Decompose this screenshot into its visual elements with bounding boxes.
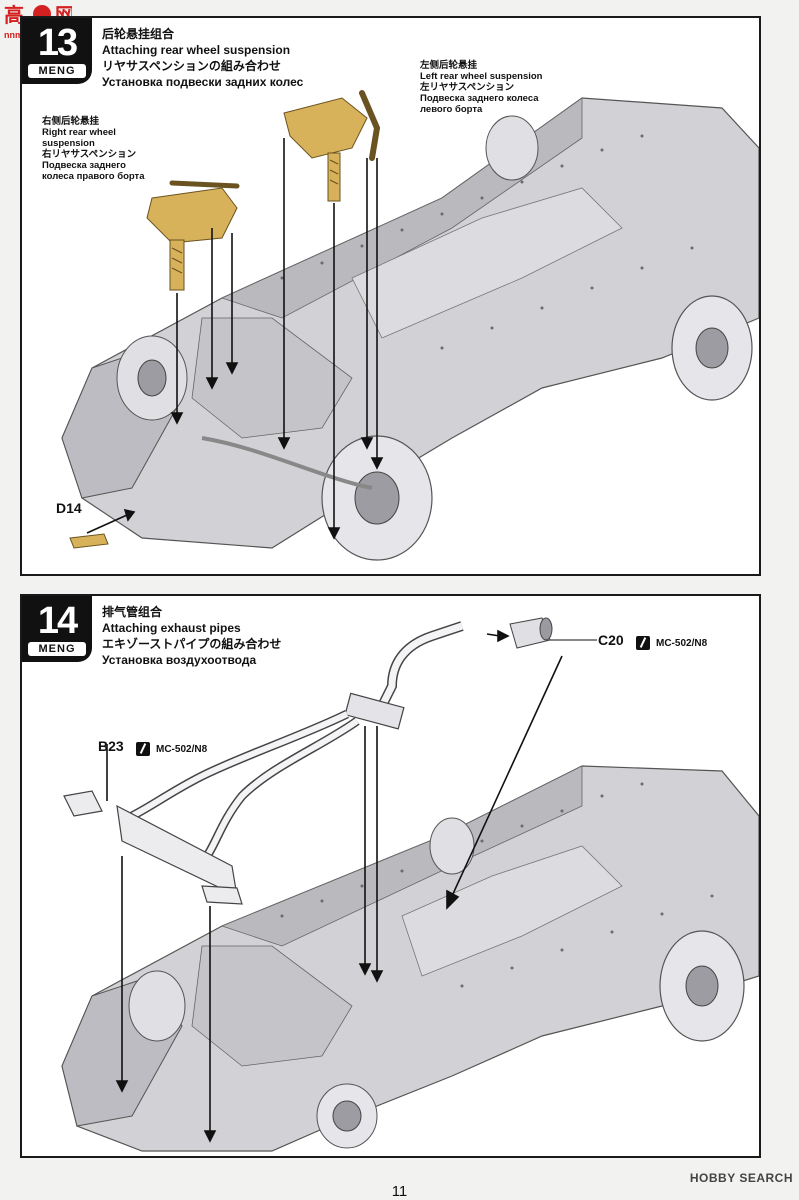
floor-panel-shape bbox=[351, 187, 623, 339]
callout-right-ja: 右リヤサスペンション bbox=[42, 149, 137, 160]
brake-disc-left bbox=[137, 359, 167, 397]
brake-disc-right bbox=[332, 1100, 362, 1132]
left-rear-suspension-part bbox=[283, 90, 381, 202]
callout-right-zh: 右侧后轮悬挂 bbox=[42, 116, 100, 127]
part-label-c20: C20 bbox=[598, 632, 624, 648]
callout-left-ru2: левого борта bbox=[420, 104, 483, 115]
title-zh: 排气管组合 bbox=[102, 605, 163, 619]
rivet-pattern bbox=[280, 782, 714, 988]
part-label-b23: B23 bbox=[98, 738, 124, 754]
front-brake-disc bbox=[695, 327, 729, 369]
part-d14-shape bbox=[69, 533, 109, 549]
brand-logo: MENG bbox=[28, 64, 86, 78]
front-wheel-left bbox=[485, 115, 539, 181]
rivet-pattern bbox=[280, 134, 694, 350]
callout-right-rear: 右侧后轮悬挂 Right rear wheel suspension 右リヤサス… bbox=[42, 116, 145, 182]
callout-left-rear: 左侧后轮悬挂 Left rear wheel suspension 左リヤサスペ… bbox=[420, 60, 542, 115]
callout-left-ru1: Подвеска заднего колеса bbox=[420, 93, 539, 104]
front-wheel-left bbox=[429, 817, 475, 875]
step-badge: 13 MENG bbox=[22, 18, 92, 84]
callout-left-zh: 左侧后轮悬挂 bbox=[420, 60, 478, 71]
front-brake-disc bbox=[685, 965, 719, 1007]
callout-right-en1: Right rear wheel bbox=[42, 127, 116, 138]
right-rear-suspension-part bbox=[146, 180, 240, 291]
floor-panel-shape bbox=[401, 845, 623, 977]
callout-right-ru1: Подвеска заднего bbox=[42, 160, 126, 171]
step-13-panel: 13 MENG 后轮悬挂组合 Attaching rear wheel susp… bbox=[20, 16, 761, 576]
title-ru: Установка воздухоотвода bbox=[102, 653, 257, 667]
exhaust-assembly-b23 bbox=[63, 621, 464, 905]
paint-brush-icon bbox=[636, 636, 650, 650]
hobbysearch-watermark: HOBBY SEARCH bbox=[689, 1171, 793, 1185]
step-badge: 14 MENG bbox=[22, 596, 92, 662]
paint-tag-c20: MC-502/N8 bbox=[636, 636, 707, 650]
rear-pipe bbox=[201, 436, 373, 490]
page-number: 11 bbox=[391, 1183, 408, 1200]
title-zh: 后轮悬挂组合 bbox=[102, 27, 175, 41]
step-title-block: 后轮悬挂组合 Attaching rear wheel suspension リ… bbox=[102, 26, 303, 90]
rear-wheel-left bbox=[128, 970, 186, 1042]
chassis-illustration-13 bbox=[61, 90, 759, 561]
paint-code-c20: MC-502/N8 bbox=[656, 637, 708, 649]
callout-left-ja: 左リヤサスペンション bbox=[420, 82, 515, 93]
title-ja: エキゾーストパイプの組み合わせ bbox=[102, 637, 282, 651]
assembly-arrows-13 bbox=[86, 138, 384, 540]
callout-right-en2: suspension bbox=[42, 138, 95, 149]
callout-right-ru2: колеса правого борта bbox=[42, 171, 145, 182]
transmission-tunnel-shape bbox=[191, 945, 353, 1067]
chassis-rail-shape bbox=[220, 97, 583, 319]
paint-tag-b23: MC-502/N8 bbox=[136, 742, 207, 756]
title-en: Attaching rear wheel suspension bbox=[102, 43, 291, 57]
brake-disc-right bbox=[354, 471, 400, 525]
step-number: 14 bbox=[37, 600, 78, 642]
assembly-arrows-14 bbox=[106, 629, 563, 1143]
step-14-panel: 14 MENG 排气管组合 Attaching exhaust pipes エキ… bbox=[20, 594, 761, 1158]
svg-text:高: 高 bbox=[4, 3, 24, 27]
step-title-block: 排气管组合 Attaching exhaust pipes エキゾーストパイプの… bbox=[102, 604, 281, 668]
part-label-d14: D14 bbox=[56, 500, 82, 516]
title-en: Attaching exhaust pipes bbox=[102, 621, 241, 635]
brand-logo: MENG bbox=[28, 642, 86, 656]
paint-code-b23: MC-502/N8 bbox=[156, 743, 208, 755]
title-ru: Установка подвески задних колес bbox=[102, 75, 304, 89]
callout-left-en: Left rear wheel suspension bbox=[420, 71, 543, 82]
title-ja: リヤサスペンションの組み合わせ bbox=[102, 59, 281, 73]
exhaust-tip-c20 bbox=[509, 617, 597, 649]
step-number: 13 bbox=[37, 22, 78, 64]
chassis-floor-shape bbox=[61, 765, 759, 1152]
chassis-illustration-14 bbox=[61, 617, 759, 1152]
paint-brush-icon bbox=[136, 742, 150, 756]
